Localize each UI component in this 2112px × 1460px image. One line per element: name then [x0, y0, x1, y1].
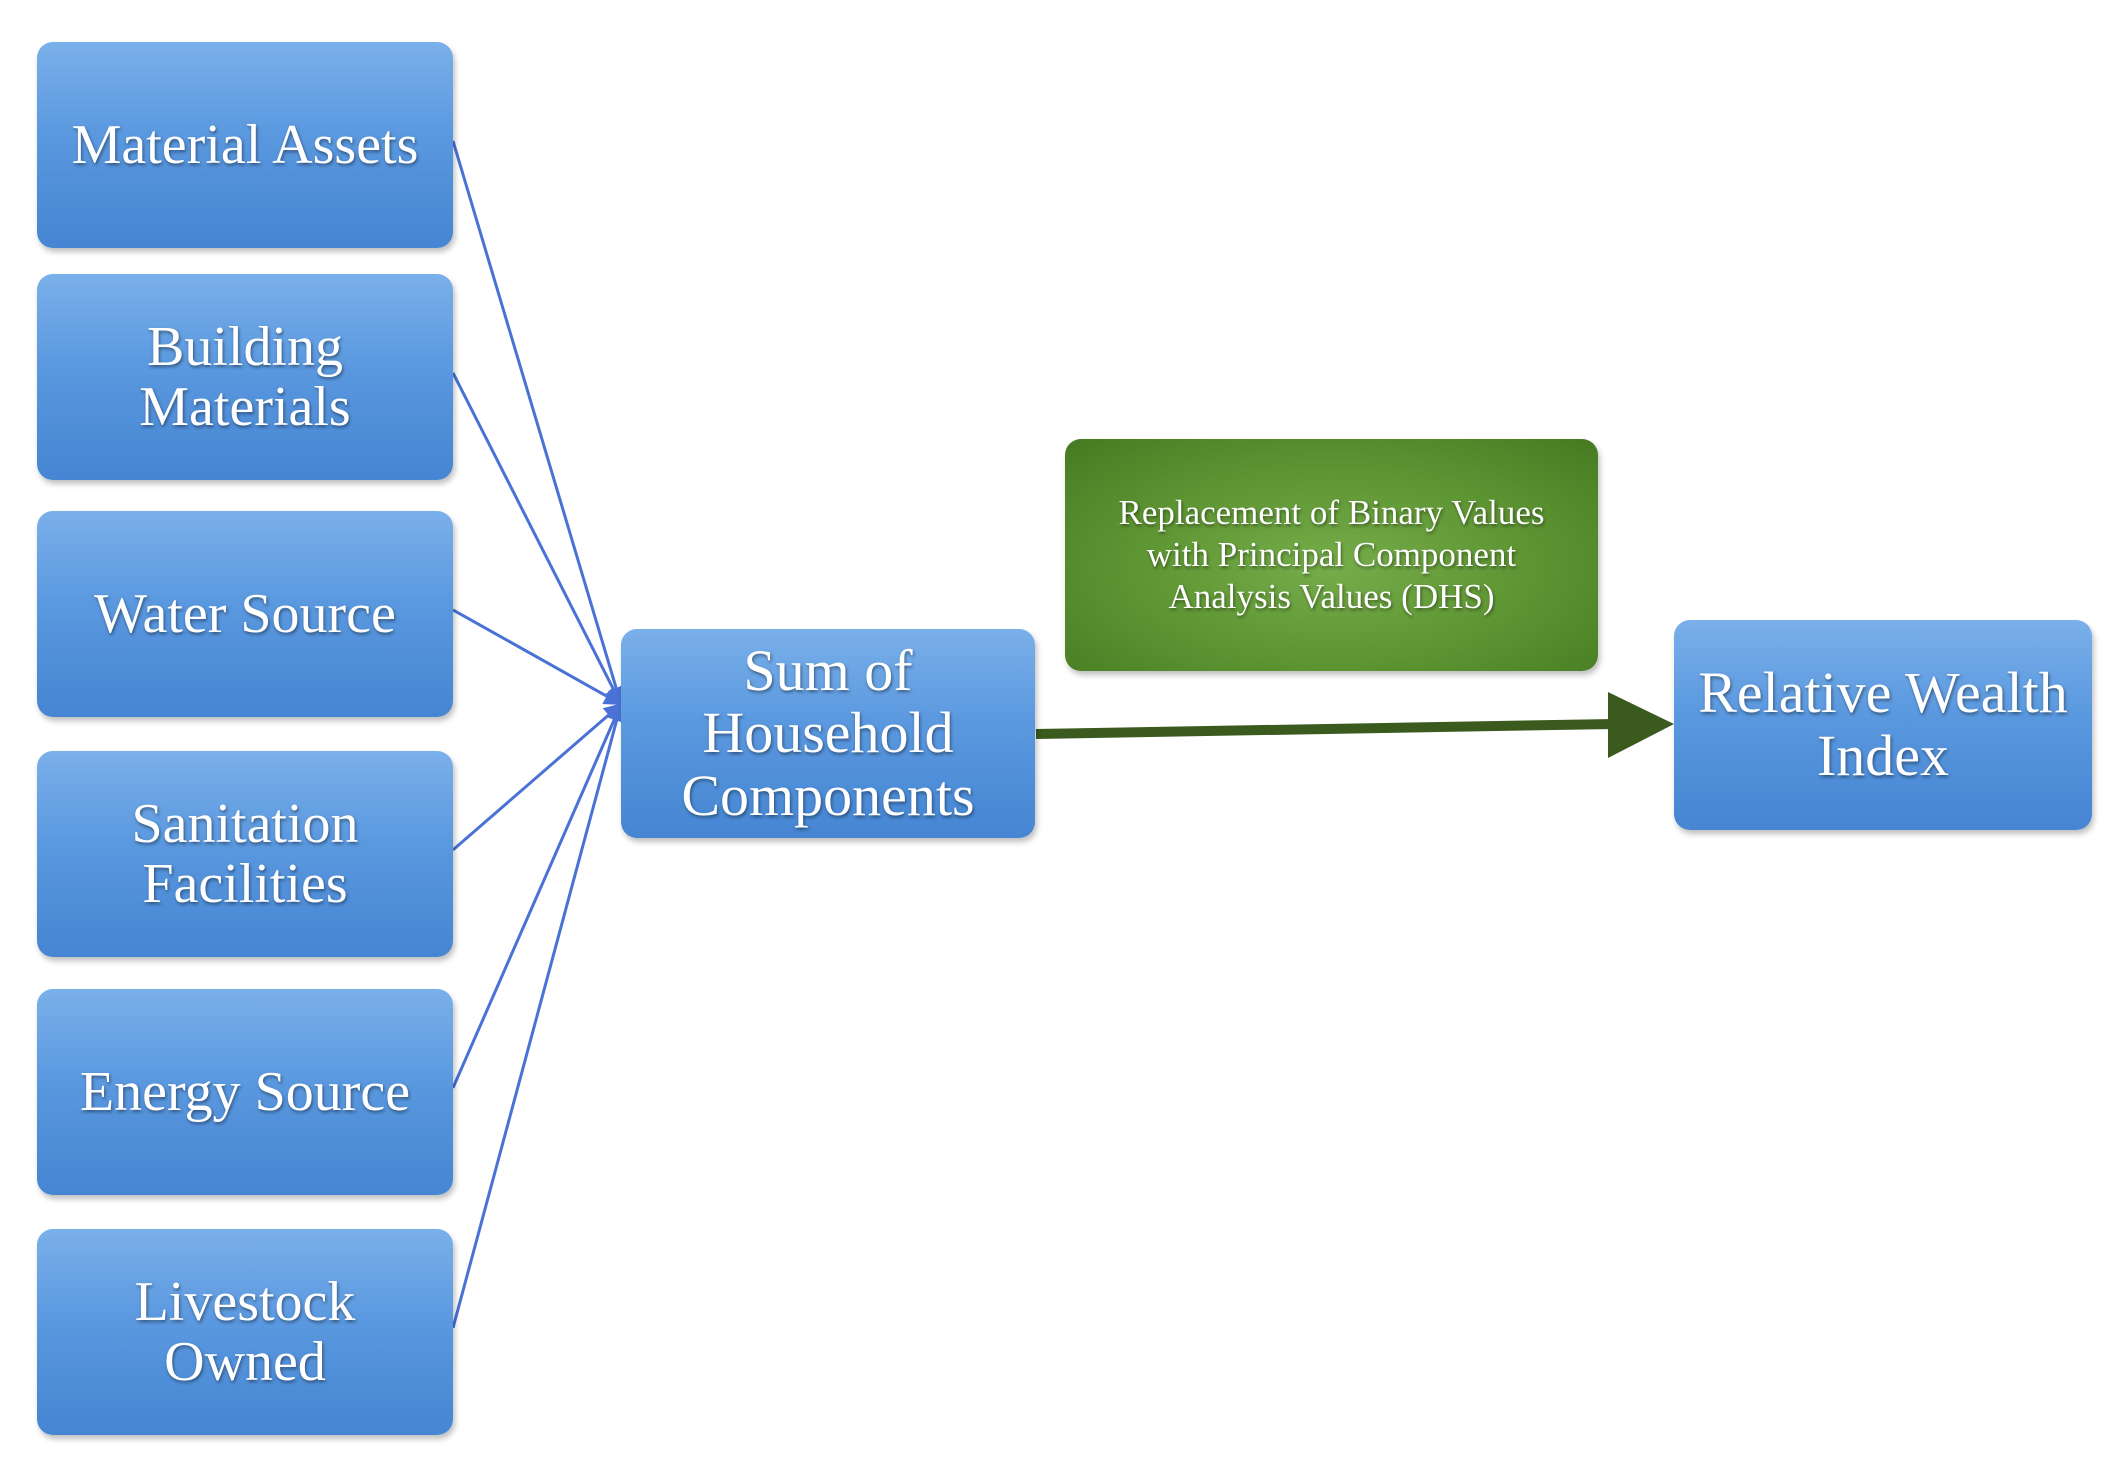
sanitation-facilities-node: Sanitation Facilities: [37, 751, 453, 957]
energy-source-connector: [451, 702, 623, 1089]
water-source-label: Water Source: [94, 582, 396, 645]
pca-replacement-node: Replacement of Binary Values with Princi…: [1065, 439, 1598, 671]
sanitation-facilities-connector: [452, 703, 623, 852]
livestock-owned-label: Livestock Owned: [134, 1270, 356, 1393]
sum-of-household-components-label: Sum of Household Components: [681, 637, 975, 828]
material-assets-label: Material Assets: [71, 113, 419, 176]
output-arrow-head: [1608, 692, 1674, 758]
livestock-owned-connector: [451, 702, 626, 1329]
livestock-owned-node: Livestock Owned: [37, 1229, 453, 1435]
energy-source-node: Energy Source: [37, 989, 453, 1195]
building-materials-label: Building Materials: [139, 315, 351, 438]
water-source-node: Water Source: [37, 511, 453, 717]
input-connectors: [451, 140, 626, 1329]
sanitation-facilities-label: Sanitation Facilities: [131, 792, 359, 915]
building-materials-connector: [451, 372, 623, 706]
output-arrow-line: [1035, 719, 1615, 739]
sum-of-household-components-node: Sum of Household Components: [621, 629, 1035, 838]
relative-wealth-index-node: Relative Wealth Index: [1674, 620, 2092, 830]
water-source-connector: [452, 608, 623, 706]
energy-source-label: Energy Source: [79, 1060, 411, 1123]
relative-wealth-index-label: Relative Wealth Index: [1698, 660, 2068, 788]
pca-replacement-label: Replacement of Binary Values with Princi…: [1118, 493, 1545, 616]
building-materials-node: Building Materials: [37, 274, 453, 480]
material-assets-node: Material Assets: [37, 42, 453, 248]
material-assets-connector: [451, 140, 625, 706]
